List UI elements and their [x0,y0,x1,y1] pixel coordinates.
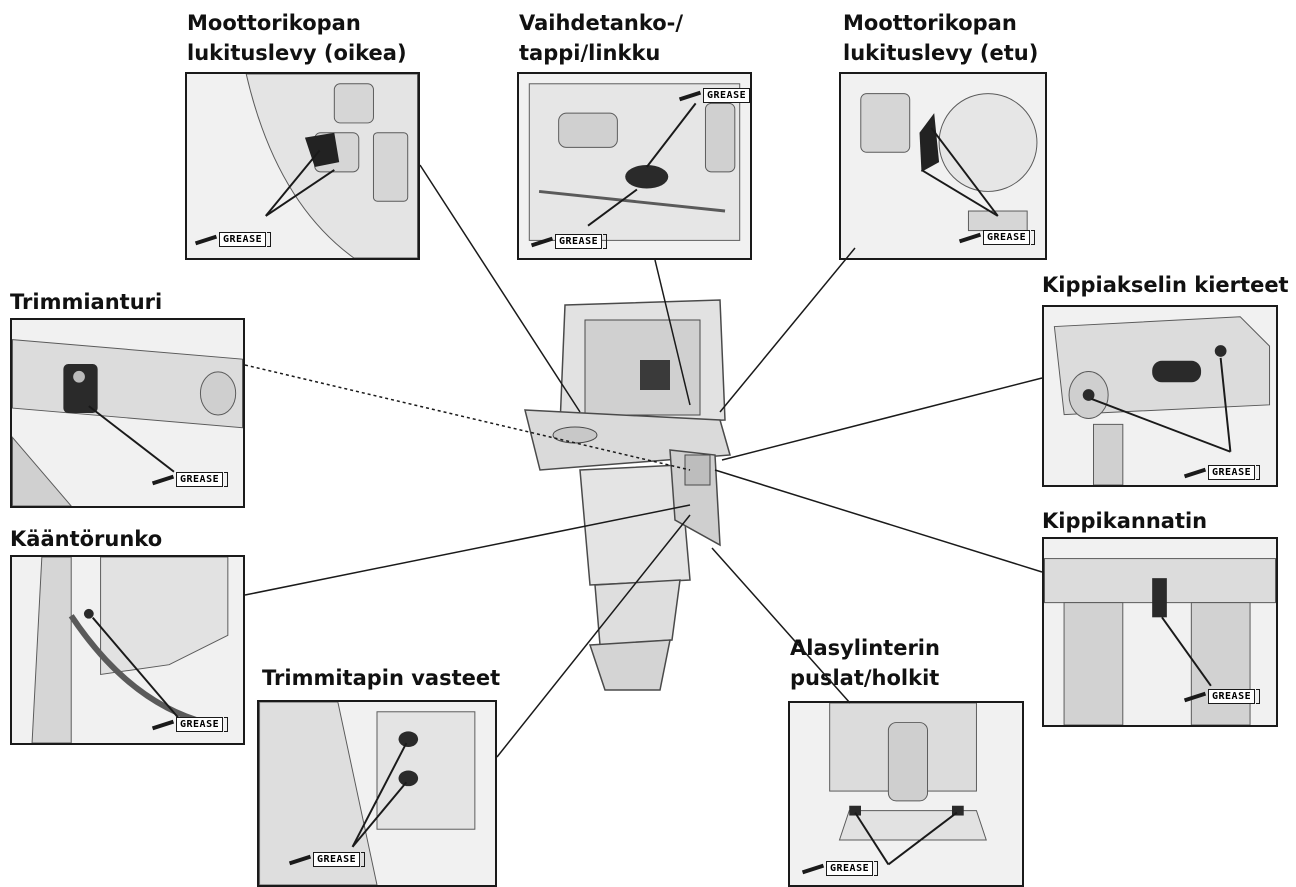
grease-tube-icon [1184,467,1206,478]
grease-text: GREASE [176,717,223,732]
grease-tube-icon [802,863,824,874]
label-line: lukituslevy (etu) [843,38,1038,68]
label-cover-lock-front: Moottorikopan lukituslevy (etu) [843,8,1038,68]
grease-text: GREASE [983,230,1030,245]
grease-tube-icon [1184,691,1206,702]
label-swivel-case: Kääntörunko [10,524,162,554]
swivel-case-illustration [12,557,243,743]
grease-tube-icon [152,474,174,485]
grease-text: GREASE [555,234,602,249]
grease-tag: GREASE [1184,465,1260,480]
label-line: lukituslevy (oikea) [187,38,407,68]
grease-tube-icon [152,719,174,730]
cover-lock-right-illustration [187,74,418,258]
label-line: puslat/holkit [790,663,940,693]
panel-trim-pin: GREASE [257,700,497,887]
leader-line-cover-lock-front [720,248,855,412]
label-tilt-bracket: Kippikannatin [1042,506,1207,536]
grease-text: GREASE [176,472,223,487]
leader-line-shift-rod [655,260,690,405]
label-line: Alasylinterin [790,633,940,663]
grease-tube-icon [959,232,981,243]
lower-cylinder-illustration [790,703,1022,885]
grease-tube-icon [679,90,701,101]
panel-shift-rod: GREASE GREASE [517,72,752,260]
grease-cap-icon [603,234,607,249]
panel-tilt-bracket: GREASE [1042,537,1278,727]
outboard-motor-illustration [525,300,730,690]
label-line: Moottorikopan [187,8,407,38]
label-line: Moottorikopan [843,8,1038,38]
grease-tag: GREASE [152,472,228,487]
grease-text: GREASE [1208,689,1255,704]
grease-tag: GREASE [959,230,1035,245]
leader-line-tilt-bracket [715,470,1042,572]
grease-cap-icon [1031,230,1035,245]
grease-cap-icon [874,861,878,876]
leader-line-trim-pin [497,515,690,757]
grease-cap-icon [1256,465,1260,480]
label-cover-lock-right: Moottorikopan lukituslevy (oikea) [187,8,407,68]
grease-tag: GREASE [152,717,228,732]
grease-cap-icon [224,717,228,732]
grease-tag: GREASE [195,232,271,247]
grease-text: GREASE [703,88,750,103]
leader-line-swivel-case [245,505,690,595]
grease-tag: GREASE [1184,689,1260,704]
tilt-shaft-illustration [1044,307,1276,485]
leader-line-trim-sensor [245,365,690,470]
grease-tube-icon [531,236,553,247]
grease-tag: GREASE [679,88,752,103]
leader-line-tilt-shaft [722,378,1042,460]
grease-text: GREASE [826,861,873,876]
grease-cap-icon [751,88,752,103]
grease-text: GREASE [1208,465,1255,480]
grease-cap-icon [361,852,365,867]
panel-lower-cylinder: GREASE [788,701,1024,887]
label-shift-rod: Vaihdetanko-/ tappi/linkku [519,8,683,68]
grease-cap-icon [1256,689,1260,704]
panel-cover-lock-front: GREASE [839,72,1047,260]
grease-text: GREASE [313,852,360,867]
grease-tube-icon [195,234,217,245]
grease-cap-icon [224,472,228,487]
grease-tube-icon [289,854,311,865]
grease-tag: GREASE [289,852,365,867]
grease-tag: GREASE [531,234,607,249]
grease-text: GREASE [219,232,266,247]
grease-tag: GREASE [802,861,878,876]
label-trim-pin: Trimmitapin vasteet [262,663,500,693]
grease-cap-icon [267,232,271,247]
panel-tilt-shaft: GREASE [1042,305,1278,487]
panel-cover-lock-right: GREASE [185,72,420,260]
label-tilt-shaft: Kippiakselin kierteet [1042,270,1289,300]
label-trim-sensor: Trimmianturi [10,287,162,317]
label-line: Vaihdetanko-/ [519,8,683,38]
panel-swivel-case: GREASE [10,555,245,745]
panel-trim-sensor: GREASE [10,318,245,508]
label-line: tappi/linkku [519,38,683,68]
label-lower-cylinder: Alasylinterin puslat/holkit [790,633,940,693]
